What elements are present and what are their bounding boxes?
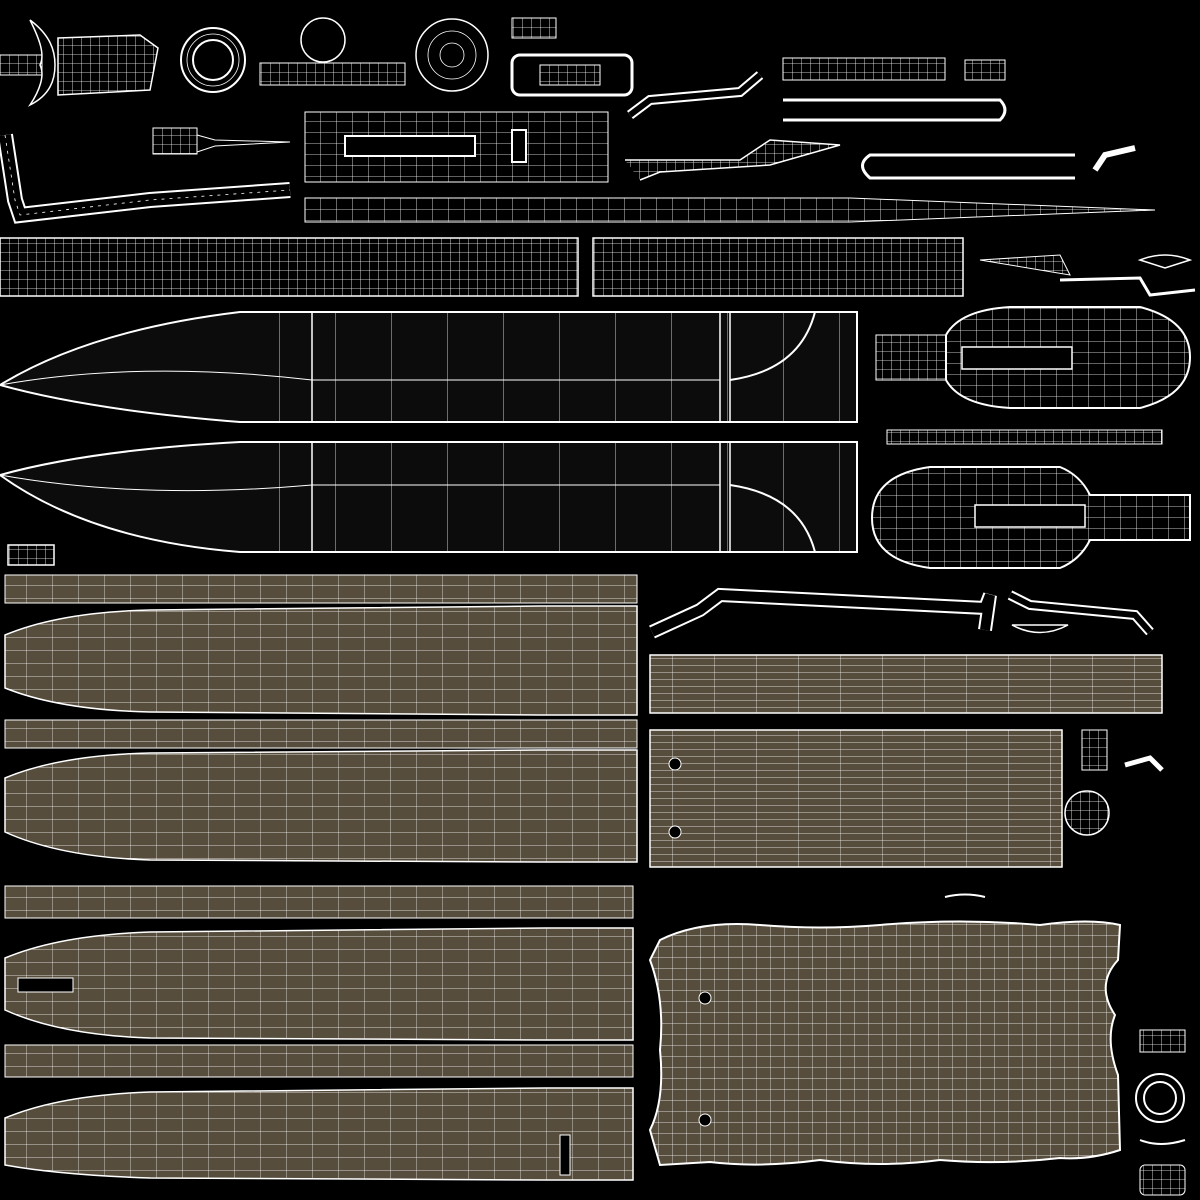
uv-shell-tiny-tab — [7, 544, 55, 566]
uv-shell-slot-frame — [510, 17, 634, 97]
uv-shell-blade-dark-1 — [0, 311, 858, 423]
uv-shell-strip-thin — [886, 429, 1163, 445]
uv-shell-strap-wire — [649, 587, 1154, 639]
uv-shell-sheath-panel-1 — [4, 574, 638, 716]
uv-shell-snap-parts — [1135, 1029, 1186, 1196]
uv-shell-small-right-parts — [1064, 729, 1164, 836]
uv-shell-bar-top-right — [782, 57, 1007, 122]
uv-shell-wire-top — [627, 71, 764, 119]
uv-shell-sheath-panel-2 — [4, 719, 638, 863]
uv-shell-ring-small — [180, 27, 246, 93]
uv-shell-panel-large — [649, 729, 1063, 868]
uv-shell-handle-block — [304, 111, 609, 183]
uv-shell-disc-top-1 — [259, 17, 406, 86]
uv-shell-sheath-panel-4 — [4, 1044, 634, 1181]
uv-shell-disc-top-2 — [415, 18, 489, 92]
uv-shell-pouch-cloth — [648, 893, 1122, 1167]
uv-shell-bent-tube-left — [0, 133, 291, 224]
uv-shell-bar-long-1 — [0, 237, 579, 297]
uv-shell-long-loop — [861, 145, 1136, 180]
uv-shell-grip-shape-2 — [870, 466, 1191, 569]
uv-shell-blade-dark-2 — [0, 441, 858, 553]
uv-shell-needle-small — [152, 127, 291, 155]
uv-shell-grip-shape-1 — [875, 306, 1192, 409]
uv-shell-sheath-panel-3 — [4, 885, 634, 1041]
uv-shell-guard-cross — [0, 19, 159, 107]
uv-shell-panel-wide-grid — [650, 655, 1162, 713]
uv-shell-hook-blade — [625, 139, 841, 181]
uv-shell-long-spike — [304, 197, 1156, 223]
uv-shell-spike-right — [979, 254, 1196, 297]
uv-shell-bar-long-2 — [592, 237, 964, 297]
